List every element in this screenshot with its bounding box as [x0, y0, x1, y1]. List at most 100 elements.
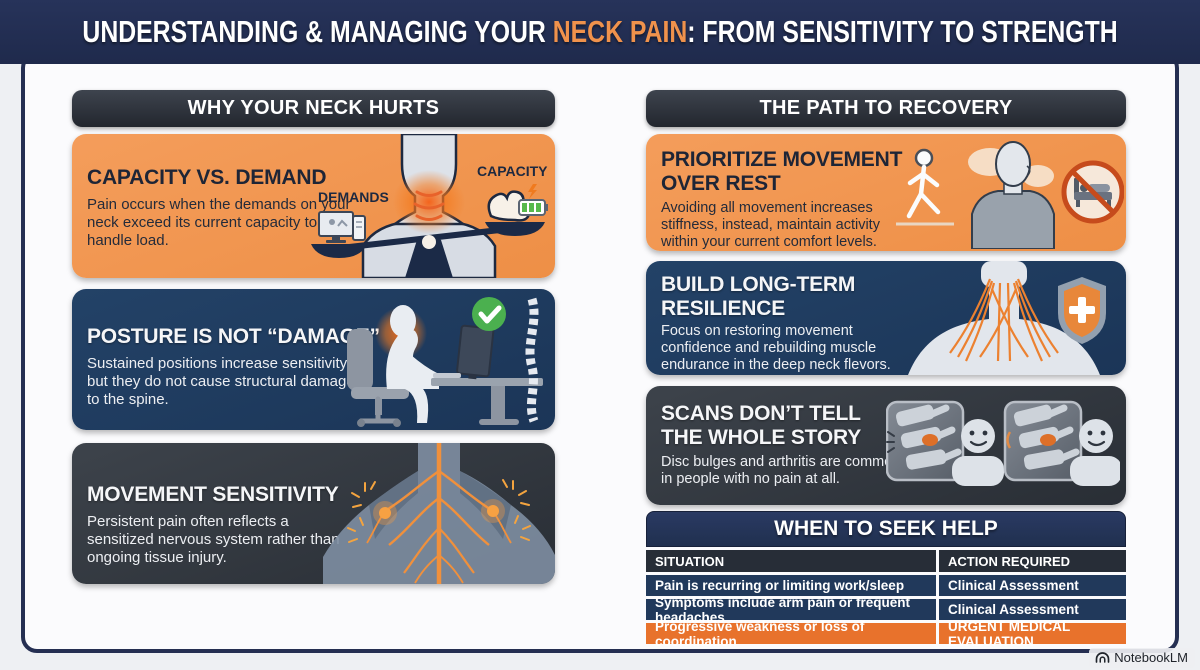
- activity-vs-rest-illustration: [896, 141, 1124, 249]
- lightning-icon: [528, 184, 537, 199]
- table-row: Pain is recurring or limiting work/sleep…: [646, 575, 1126, 596]
- table-row-urgent: Progressive weakness or loss of coordina…: [646, 619, 1126, 649]
- situation-text: Pain is recurring or limiting work/sleep: [655, 578, 905, 593]
- seated-person-figure: [386, 305, 439, 423]
- card-title: SCANS DON’T TELL THE WHOLE STORY: [661, 402, 862, 449]
- medical-shield-icon: [1058, 277, 1106, 344]
- seek-help-title: WHEN TO SEEK HELP: [774, 517, 998, 540]
- movement-sensitivity-card: MOVEMENT SENSITIVITY Persistent pain oft…: [72, 443, 555, 584]
- seek-help-banner: WHEN TO SEEK HELP: [646, 511, 1126, 547]
- title-prefix: UNDERSTANDING & MANAGING YOUR: [82, 14, 553, 49]
- table-header-row: SITUATION ACTION REQUIRED: [646, 550, 1126, 572]
- prohibition-slash: [1071, 170, 1115, 214]
- action-text: URGENT MEDICAL EVALUATION: [948, 618, 1071, 649]
- card-title: MOVEMENT SENSITIVITY: [87, 483, 339, 506]
- spine-icon: [525, 297, 539, 423]
- section-header-label: WHY YOUR NECK HURTS: [187, 97, 440, 119]
- neck-muscles-illustration: [908, 261, 1106, 375]
- action-text: Clinical Assessment: [948, 602, 1079, 617]
- bed-icon: [1074, 178, 1112, 207]
- bicep-icon: [487, 190, 531, 222]
- smiling-person-icon: [952, 419, 1004, 486]
- torso-figure: [361, 220, 497, 278]
- neck-pain-glow: [393, 170, 465, 234]
- card-title: POSTURE IS NOT “DAMAGE”: [87, 325, 380, 348]
- torso-figure: [323, 443, 555, 584]
- card-body: Focus on restoring movement confidence a…: [661, 323, 891, 373]
- pain-arc-icon: [1006, 431, 1012, 449]
- scale-pivot: [422, 235, 436, 249]
- neck-muscles-figure: [908, 261, 1100, 375]
- neck-crease-lines: [413, 190, 445, 221]
- monitor-icon: [456, 324, 495, 380]
- desk-posture-illustration: [347, 297, 543, 427]
- title-highlight: NECK PAIN: [552, 14, 688, 49]
- action-text: Clinical Assessment: [948, 578, 1079, 593]
- scale-beam: [322, 223, 536, 253]
- disc-bulge-icon: [922, 434, 938, 446]
- no-bed-icon: [1061, 160, 1124, 224]
- capacity-vs-demand-card: CAPACITY VS. DEMAND Pain occurs when the…: [72, 134, 555, 278]
- situation-text: Symptoms include arm pain or frequent he…: [655, 594, 911, 625]
- column-header-action: ACTION REQUIRED: [939, 550, 1126, 572]
- disc-bulge-icon: [1040, 434, 1056, 446]
- section-header-why-neck-hurts: WHY YOUR NECK HURTS: [72, 90, 555, 127]
- section-header-label: THE PATH TO RECOVERY: [759, 97, 1013, 119]
- situation-cell: Symptoms include arm pain or frequent he…: [646, 595, 936, 625]
- column-header-label: ACTION REQUIRED: [948, 553, 1071, 569]
- action-cell: URGENT MEDICAL EVALUATION: [939, 619, 1126, 649]
- capacity-scale-pan: [485, 222, 545, 236]
- column-header-label: SITUATION: [655, 553, 725, 569]
- scale-fulcrum: [405, 235, 453, 278]
- plus-icon: [1069, 297, 1095, 323]
- card-body: Avoiding all movement increases stiffnes…: [661, 200, 880, 250]
- card-body: Pain occurs when the demands on your nec…: [87, 196, 351, 249]
- page-title: UNDERSTANDING & MANAGING YOUR NECK PAIN:…: [82, 14, 1117, 50]
- check-circle-icon: [472, 297, 506, 331]
- seek-help-table: WHEN TO SEEK HELP SITUATION ACTION REQUI…: [646, 511, 1126, 649]
- notebooklm-logo-icon: [1095, 652, 1110, 663]
- card-body: Disc bulges and arthritis are common in …: [661, 454, 901, 487]
- vertebrae-icon: [1013, 404, 1080, 470]
- walking-person-icon: [906, 148, 941, 219]
- pain-spark-icon: [886, 431, 895, 453]
- card-body: Persistent pain often reflects a sensiti…: [87, 513, 340, 566]
- smiling-person-icon: [1070, 419, 1120, 486]
- steam-cloud: [968, 148, 1054, 187]
- nerve-network-illustration: [323, 443, 555, 584]
- pain-burst-icon: [347, 479, 531, 543]
- card-title: PRIORITIZE MOVEMENT OVER REST: [661, 148, 903, 195]
- shoulder-shading: [369, 471, 511, 539]
- section-header-path-to-recovery: THE PATH TO RECOVERY: [646, 90, 1126, 127]
- card-title: CAPACITY VS. DEMAND: [87, 166, 327, 189]
- card-title: BUILD LONG-TERM RESILIENCE: [661, 273, 856, 320]
- card-body: Sustained positions increase sensitivity…: [87, 355, 355, 408]
- table-row: Symptoms include arm pain or frequent he…: [646, 595, 1126, 625]
- capacity-label: CAPACITY: [477, 163, 548, 179]
- resilience-card: BUILD LONG-TERM RESILIENCE Focus on rest…: [646, 261, 1126, 375]
- situation-cell: Pain is recurring or limiting work/sleep: [646, 575, 936, 596]
- vertebrae-icon: [895, 404, 962, 470]
- action-cell: Clinical Assessment: [939, 575, 1126, 596]
- pain-hotspot-icon: [373, 499, 505, 525]
- situation-cell: Progressive weakness or loss of coordina…: [646, 619, 936, 649]
- scans-card: SCANS DON’T TELL THE WHOLE STORY Disc bu…: [646, 386, 1126, 505]
- column-header-situation: SITUATION: [646, 550, 936, 572]
- action-cell: Clinical Assessment: [939, 599, 1126, 620]
- header-banner: UNDERSTANDING & MANAGING YOUR NECK PAIN:…: [0, 0, 1200, 64]
- muscle-fibers-icon: [949, 278, 1059, 362]
- notebooklm-watermark: NotebookLM: [1089, 648, 1195, 668]
- posture-card: POSTURE IS NOT “DAMAGE” Sustained positi…: [72, 289, 555, 430]
- nerve-network-icon: [366, 443, 512, 584]
- smartphone-icon: [352, 215, 366, 241]
- battery-icon: [518, 184, 548, 216]
- desk-icon: [431, 378, 543, 425]
- keyboard-icon: [433, 373, 461, 378]
- xray-scans-illustration: [886, 400, 1120, 486]
- movement-over-rest-card: PRIORITIZE MOVEMENT OVER REST Avoiding a…: [646, 134, 1126, 251]
- title-suffix: : FROM SENSITIVITY TO STRENGTH: [687, 14, 1118, 49]
- person-figure: [971, 141, 1055, 249]
- neck-pain-glow: [375, 307, 427, 359]
- xray-panel-icon: [1003, 400, 1083, 482]
- situation-text: Progressive weakness or loss of coordina…: [655, 618, 865, 649]
